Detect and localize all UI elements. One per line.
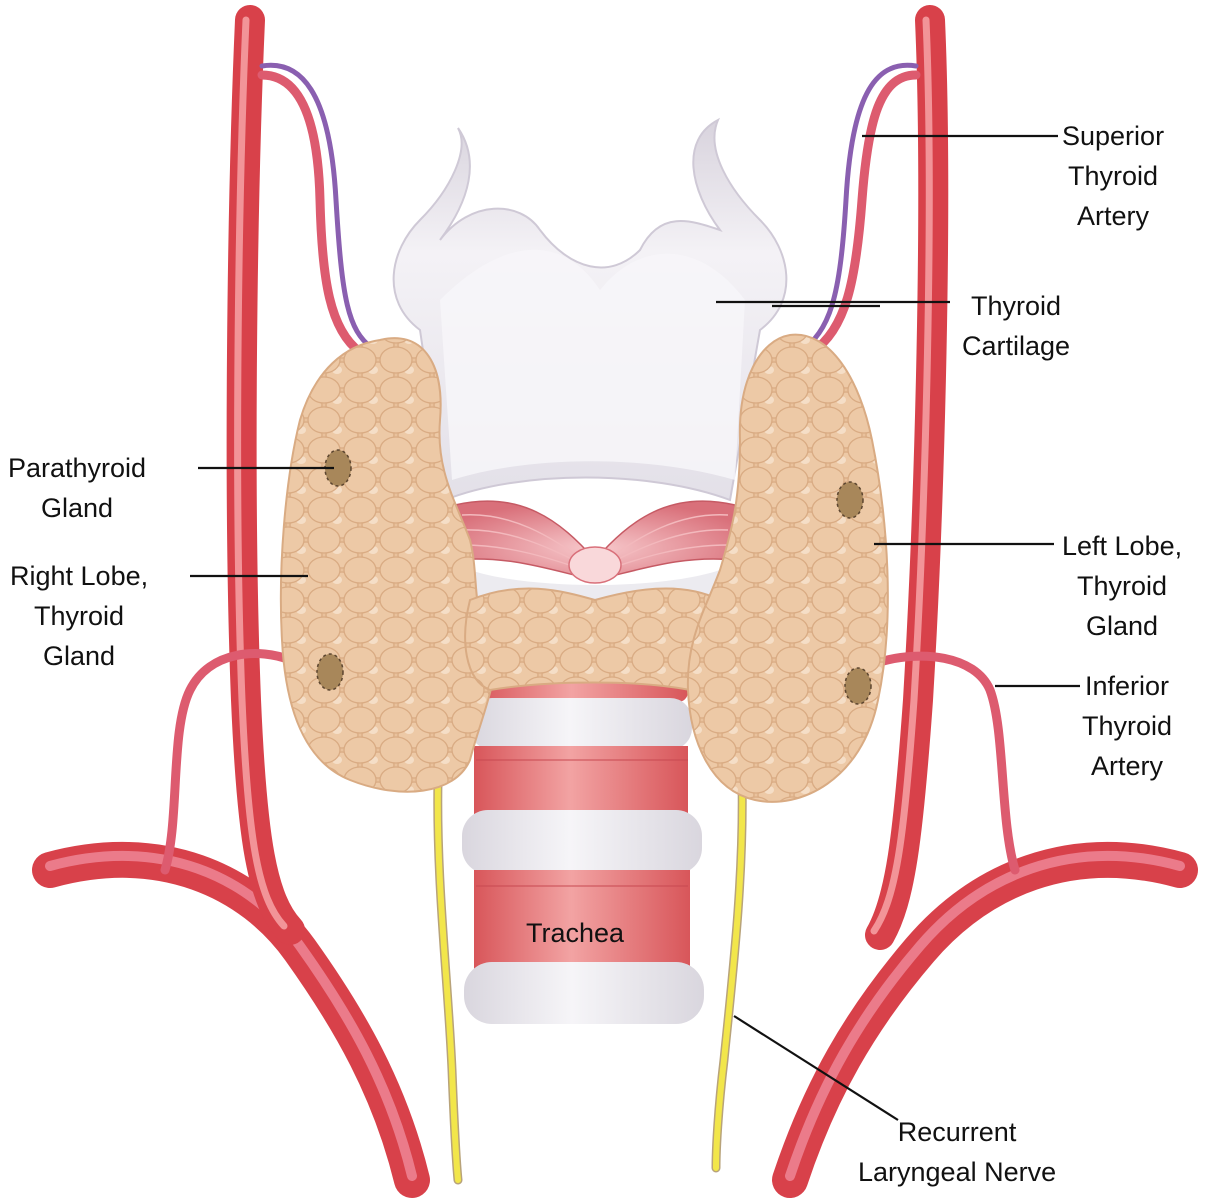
thyroid-cartilage: [394, 120, 787, 500]
label-parathyroid-gland: Parathyroid Gland: [8, 448, 146, 528]
parathyroid-superior-left: [837, 482, 863, 518]
label-inferior-thyroid-artery: Inferior Thyroid Artery: [1082, 666, 1172, 786]
label-left-lobe-thyroid-gland: Left Lobe, Thyroid Gland: [1062, 526, 1182, 646]
trachea: [462, 672, 704, 1024]
label-right-lobe-thyroid-gland: Right Lobe, Thyroid Gland: [10, 556, 148, 676]
label-recurrent-laryngeal-nerve: Recurrent Laryngeal Nerve: [858, 1112, 1056, 1192]
label-trachea: Trachea: [526, 918, 624, 949]
parathyroid-inferior-left: [845, 668, 871, 704]
parathyroid-inferior-right: [317, 654, 343, 690]
label-superior-thyroid-artery: Superior Thyroid Artery: [1062, 116, 1164, 236]
label-thyroid-cartilage: Thyroid Cartilage: [962, 286, 1070, 366]
isthmus: [465, 588, 724, 690]
